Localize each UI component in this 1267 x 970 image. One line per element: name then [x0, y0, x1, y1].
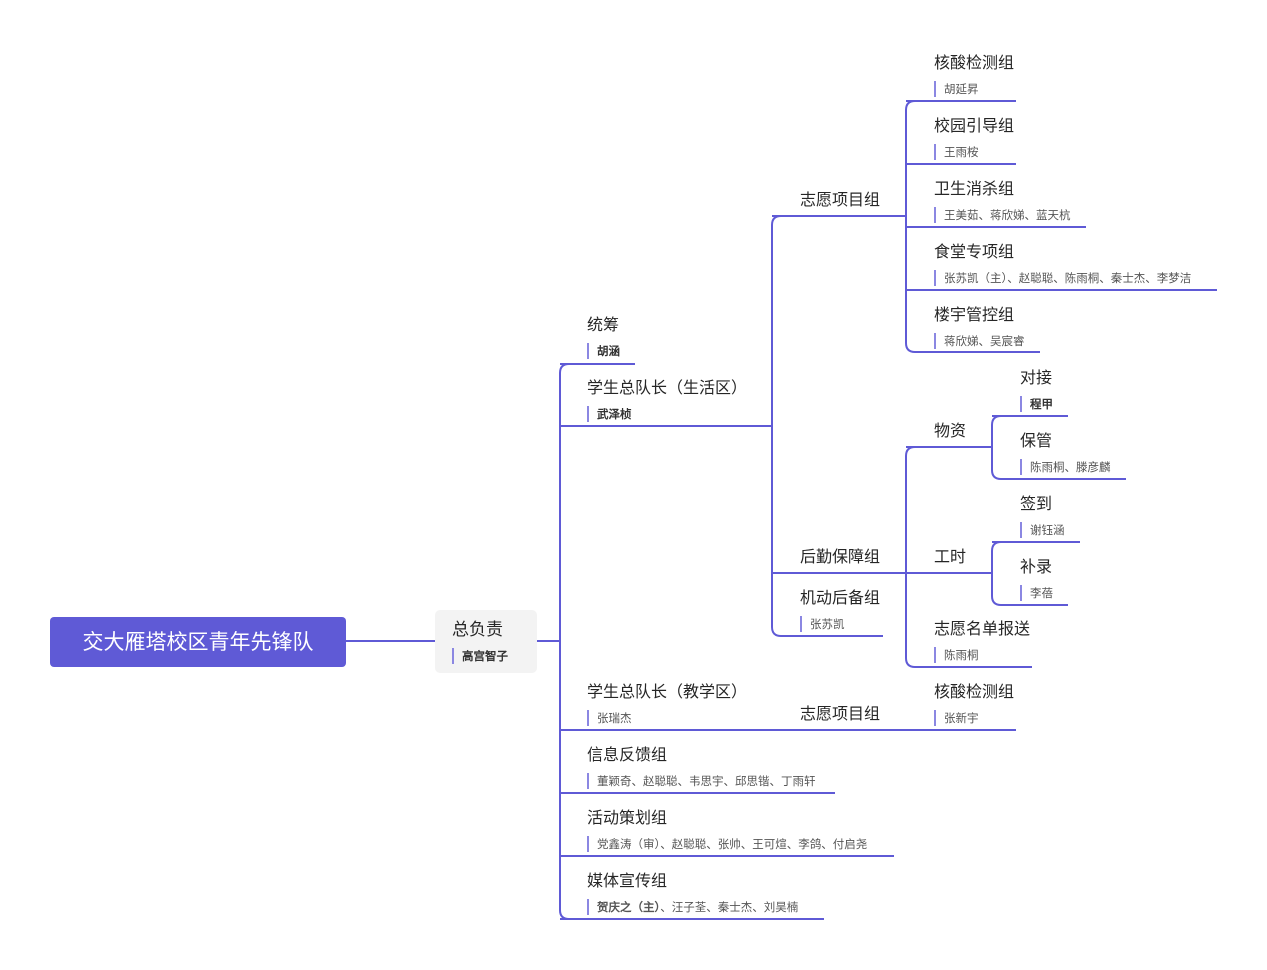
node-living[interactable]: 学生总队长（生活区） — [587, 378, 748, 397]
root-node[interactable]: 交大雁塔校区青年先锋队 — [50, 617, 346, 667]
note-tongchou: 胡涵 — [587, 343, 620, 359]
note-meiti: 贺庆之（主）、汪子荃、秦士杰、刘昊楠 — [587, 899, 798, 915]
trunk-vertical — [559, 363, 570, 920]
note-meiti-bold: 贺庆之（主） — [597, 900, 661, 914]
note-hesuan2: 张新宇 — [934, 710, 979, 726]
lead-note: 高宫智子 — [452, 648, 508, 664]
note-louyu: 蒋欣娣、吴宸睿 — [934, 333, 1025, 349]
note-weisheng: 王美茹、蒋欣娣、蓝天杭 — [934, 207, 1071, 223]
note-shitang: 张苏凯（主）、赵聪聪、陈雨桐、秦士杰、李梦洁 — [934, 270, 1191, 286]
houqin-subtrunk — [905, 446, 916, 668]
node-zyxmz2[interactable]: 志愿项目组 — [800, 704, 881, 723]
node-jidong[interactable]: 机动后备组 — [800, 588, 881, 607]
note-jidong: 张苏凯 — [800, 616, 845, 632]
note-baoguan: 陈雨桐、滕彦麟 — [1020, 459, 1111, 475]
node-baoguan[interactable]: 保管 — [1020, 431, 1053, 450]
note-hesuan1: 胡延昇 — [934, 81, 979, 97]
node-xinxi[interactable]: 信息反馈组 — [587, 745, 668, 764]
note-meiti-rest: 、汪子荃、秦士杰、刘昊楠 — [660, 900, 799, 914]
node-hesuan2[interactable]: 核酸检测组 — [934, 682, 1015, 701]
node-mingdan[interactable]: 志愿名单报送 — [934, 619, 1031, 638]
node-xiaoyuan[interactable]: 校园引导组 — [934, 116, 1015, 135]
note-xinxi: 董颖奇、赵聪聪、韦思宇、邱思锴、丁雨轩 — [587, 773, 816, 789]
node-weisheng[interactable]: 卫生消杀组 — [934, 179, 1015, 198]
node-meiti[interactable]: 媒体宣传组 — [587, 871, 668, 890]
node-gongshi[interactable]: 工时 — [934, 547, 967, 566]
gongshi-subtrunk — [991, 541, 1002, 606]
node-qiandao[interactable]: 签到 — [1020, 494, 1053, 513]
note-xiaoyuan: 王雨桉 — [934, 144, 979, 160]
wuzi-subtrunk — [991, 415, 1002, 480]
node-houqin[interactable]: 后勤保障组 — [800, 547, 881, 566]
node-bulu[interactable]: 补录 — [1020, 557, 1053, 576]
note-teaching: 张瑞杰 — [587, 710, 632, 726]
note-duijie: 程甲 — [1020, 396, 1053, 412]
note-living: 武泽桢 — [587, 406, 632, 422]
node-huodong[interactable]: 活动策划组 — [587, 808, 668, 827]
lead-title: 总负责 — [452, 620, 503, 640]
note-huodong: 党鑫涛（审）、赵聪聪、张帅、王可煊、李鸽、付启尧 — [587, 836, 867, 852]
node-teaching[interactable]: 学生总队长（教学区） — [587, 682, 748, 701]
node-duijie[interactable]: 对接 — [1020, 368, 1053, 387]
node-louyu[interactable]: 楼宇管控组 — [934, 305, 1015, 324]
note-bulu: 李蓓 — [1020, 585, 1053, 601]
node-wuzi[interactable]: 物资 — [934, 421, 967, 440]
node-hesuan1[interactable]: 核酸检测组 — [934, 53, 1015, 72]
node-shitang[interactable]: 食堂专项组 — [934, 242, 1015, 261]
note-mingdan: 陈雨桐 — [934, 647, 979, 663]
note-qiandao: 谢钰涵 — [1020, 522, 1065, 538]
node-tongchou[interactable]: 统筹 — [587, 315, 620, 334]
node-zyxmz1[interactable]: 志愿项目组 — [800, 190, 881, 209]
